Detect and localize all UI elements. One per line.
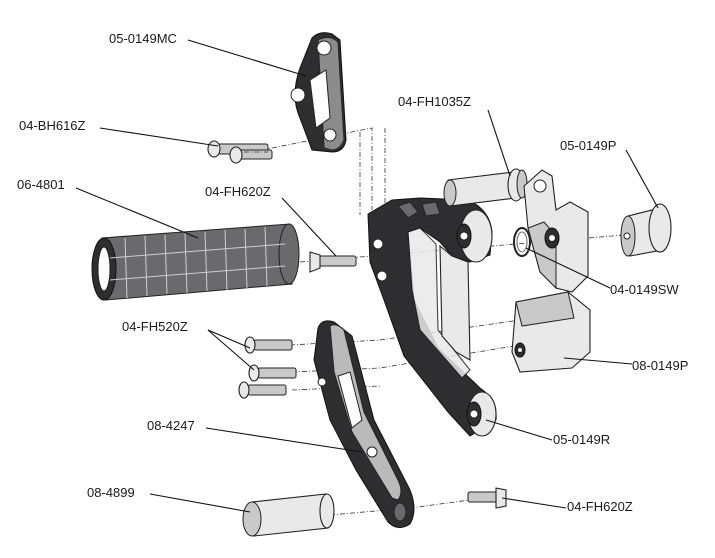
- part-04-0149SW-washer: [513, 227, 531, 257]
- label-08-4899: 08-4899: [87, 485, 135, 500]
- leader-05-0149MC: [187, 39, 307, 77]
- part-04-FH620Z-top-screw: [309, 251, 357, 273]
- part-04-BH616Z-screws: [207, 140, 273, 164]
- part-04-FH620Z-bottom-screw: [467, 487, 507, 509]
- leader-08-4247: [205, 427, 363, 453]
- part-04-FH1035Z-bolt: [443, 168, 528, 207]
- leader-06-4801: [75, 187, 199, 239]
- label-06-4801: 06-4801: [17, 177, 65, 192]
- part-04-FH520Z-screws: [238, 336, 297, 399]
- leader-05-0149R: [485, 419, 553, 441]
- leader-04-FH620Z-top: [281, 197, 337, 257]
- part-05-0149MC-bracket: [290, 32, 347, 153]
- part-06-4801-footpeg: [91, 223, 300, 301]
- leader-05-0149P: [625, 149, 659, 209]
- leader-04-FH520Z-b: [207, 329, 255, 371]
- label-04-FH620Z-bottom: 04-FH620Z: [567, 499, 633, 514]
- label-05-0149P: 05-0149P: [560, 138, 617, 153]
- leader-04-FH620Z-bottom: [501, 497, 567, 509]
- leader-lines: [75, 39, 659, 513]
- part-08-4899-spacer: [242, 493, 335, 537]
- part-pivot-block: [523, 169, 589, 293]
- label-04-FH620Z-top: 04-FH620Z: [205, 184, 271, 199]
- part-main-plate: [367, 197, 497, 437]
- leader-08-0149P: [563, 357, 633, 365]
- part-05-0149P-bushing: [620, 203, 672, 257]
- part-08-4247-plate: [313, 320, 415, 528]
- part-08-0149P-block: [511, 291, 591, 373]
- leader-04-BH616Z: [99, 127, 219, 147]
- leader-04-FH520Z-a: [207, 329, 251, 349]
- label-08-0149P: 08-0149P: [632, 358, 689, 373]
- label-04-FH1035Z: 04-FH1035Z: [398, 94, 471, 109]
- label-08-4247: 08-4247: [147, 418, 195, 433]
- label-04-FH520Z: 04-FH520Z: [122, 319, 188, 334]
- leader-08-4899: [149, 493, 251, 513]
- leader-04-0149SW: [525, 247, 611, 289]
- leader-04-FH1035Z: [487, 109, 511, 177]
- label-05-0149MC: 05-0149MC: [109, 31, 177, 46]
- label-04-0149SW: 04-0149SW: [610, 282, 679, 297]
- label-05-0149R: 05-0149R: [553, 432, 611, 447]
- label-04-BH616Z: 04-BH616Z: [19, 118, 86, 133]
